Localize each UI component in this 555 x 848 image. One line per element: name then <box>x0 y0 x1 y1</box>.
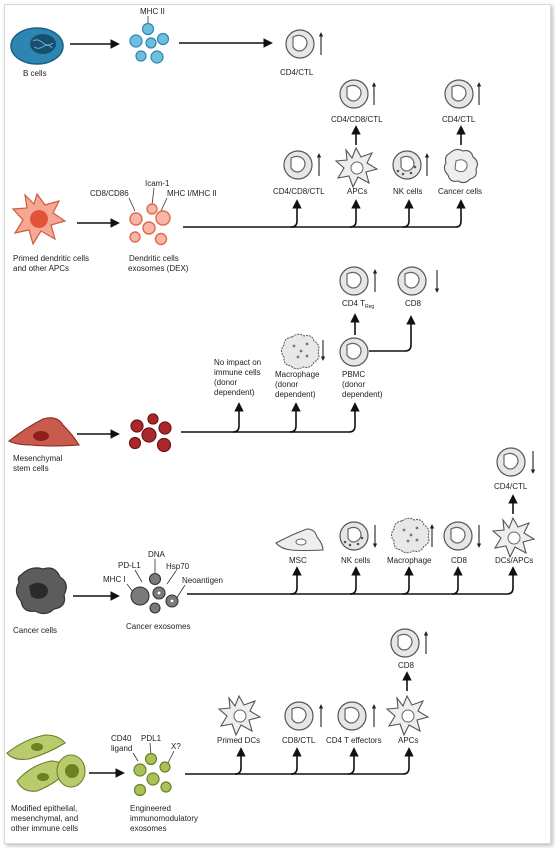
dendritic-cell-icon <box>217 694 262 737</box>
dex-label-2: exosomes (DEX) <box>128 264 189 273</box>
macrophage-icon <box>391 517 430 554</box>
marker-pd-l1: PD-L1 <box>118 561 141 570</box>
cancer-target-label-3: Macrophage <box>387 556 432 565</box>
row-b-cells: B cells MHC II CD4/CTL <box>10 7 324 78</box>
t-cell-icon <box>443 521 473 551</box>
engineered-target-label-1: Primed DCs <box>217 736 260 745</box>
modified-cells-icon <box>6 734 86 792</box>
cancer-exosome-label: Cancer exosomes <box>126 622 190 631</box>
dex-label-1: Dendritic cells <box>129 254 179 263</box>
msc-secondary-label-2: CD8 <box>405 299 422 308</box>
cancer-target-label-1: MSC <box>289 556 307 565</box>
msc-target-1-line2: immune cells <box>214 368 261 377</box>
msc-exosome-cluster <box>128 413 172 453</box>
row-cancer: Cancer cells DNA PD-L1 Hsp70 MHC I Neoan… <box>13 447 536 635</box>
marker-cd40: CD40 <box>111 734 132 743</box>
msc-target-2-line2: (donor <box>275 380 298 389</box>
msc-target-3-line3: dependent) <box>342 390 383 399</box>
engineered-target-label-2: CD8/CTL <box>282 736 316 745</box>
marker-neoantigen: Neoantigen <box>182 576 223 585</box>
msc-cell-icon <box>7 417 80 447</box>
msc-target-1-line1: No impact on <box>214 358 261 367</box>
cancer-target-label-2: NK cells <box>341 556 370 565</box>
t-cell-icon <box>397 266 427 296</box>
msc-target-3-line2: (donor <box>342 380 365 389</box>
dex-target-label-1: CD4/CD8/CTL <box>273 187 325 196</box>
exosome-immune-diagram: B cells MHC II CD4/CTL Primed dendritic … <box>6 7 536 833</box>
cancer-cell-icon <box>443 148 479 184</box>
engineered-exosome-label-1: Engineered <box>130 804 171 813</box>
dex-exosome-cluster <box>129 203 171 246</box>
msc-target-1-line4: dependent) <box>214 388 255 397</box>
msc-target-2-line1: Macrophage <box>275 370 320 379</box>
dex-target-label-3: NK cells <box>393 187 422 196</box>
msc-source-label-2: stem cells <box>13 464 49 473</box>
dex-secondary-label-1: CD4/CD8/CTL <box>331 115 383 124</box>
msc-secondary-label-1: CD4 TReg <box>342 299 374 310</box>
t-cell-icon <box>390 628 420 658</box>
dendritic-source-label-1: Primed dendritic cells <box>13 254 89 263</box>
msc-target-2-line3: dependent) <box>275 390 316 399</box>
t-cell-icon <box>444 79 474 109</box>
marker-hsp70: Hsp70 <box>166 562 190 571</box>
dex-secondary-label-2: CD4/CTL <box>442 115 476 124</box>
b-cell-exosome-cluster <box>129 22 170 64</box>
marker-mhc-i-ii: MHC I/MHC II <box>167 189 217 198</box>
msc-cell-icon <box>275 528 324 552</box>
nk-cell-icon <box>339 521 369 551</box>
dendritic-cell-icon <box>385 694 430 737</box>
marker-ligand: ligand <box>111 744 132 753</box>
engineered-secondary-label: CD8 <box>398 661 415 670</box>
cancer-target-label-4: CD8 <box>451 556 468 565</box>
marker-cd8-cd86: CD8/CD86 <box>90 189 129 198</box>
marker-x: X? <box>171 742 181 751</box>
marker-mhc-i: MHC I <box>103 575 126 584</box>
dendritic-cell-icon <box>11 192 67 246</box>
b-cell-icon <box>10 27 64 65</box>
marker-icam-1: Icam-1 <box>145 179 170 188</box>
engineered-source-label-3: other immune cells <box>11 824 78 833</box>
t-cell-icon <box>337 701 367 731</box>
t-cell-icon <box>285 29 315 59</box>
cancer-source-label: Cancer cells <box>13 626 57 635</box>
engineered-target-label-3: CD4 T effectors <box>326 736 382 745</box>
msc-target-3-line1: PBMC <box>342 370 365 379</box>
pbmc-icon <box>339 337 369 367</box>
engineered-exosome-cluster <box>133 752 172 797</box>
cancer-cell-icon <box>15 567 67 615</box>
engineered-source-label-1: Modified epithelial, <box>11 804 77 813</box>
dendritic-source-label-2: and other APCs <box>13 264 69 273</box>
nk-cell-icon <box>392 150 422 180</box>
t-cell-icon <box>284 701 314 731</box>
msc-target-1-line3: (donor <box>214 378 237 387</box>
marker-pdl1: PDL1 <box>141 734 162 743</box>
macrophage-icon <box>281 333 320 370</box>
b-cell-label: B cells <box>23 69 47 78</box>
figure-frame: B cells MHC II CD4/CTL Primed dendritic … <box>4 4 551 844</box>
msc-source-label-1: Mesenchymal <box>13 454 63 463</box>
row-engineered: Modified epithelial, mesenchymal, and ot… <box>6 628 430 833</box>
engineered-exosome-label-2: immunomodulatory <box>130 814 198 823</box>
t-cell-icon <box>339 266 369 296</box>
marker-dna: DNA <box>148 550 166 559</box>
cancer-target-label-5: DCs/APCs <box>495 556 533 565</box>
row-dendritic: Primed dendritic cells and other APCs CD… <box>11 79 482 273</box>
row-msc: Mesenchymal stem cells No impact on immu… <box>7 266 440 473</box>
engineered-target-label-4: APCs <box>398 736 418 745</box>
cancer-secondary-label: CD4/CTL <box>494 482 528 491</box>
cancer-exosome-cluster <box>130 572 179 614</box>
dendritic-cell-icon <box>334 146 379 189</box>
t-cell-icon <box>496 447 526 477</box>
engineered-source-label-2: mesenchymal, and <box>11 814 78 823</box>
dendritic-cell-icon <box>491 516 536 559</box>
t-cell-icon <box>283 150 313 180</box>
dex-target-label-4: Cancer cells <box>438 187 482 196</box>
t-cell-icon <box>339 79 369 109</box>
dex-target-label-2: APCs <box>347 187 367 196</box>
engineered-exosome-label-3: exosomes <box>130 824 166 833</box>
mhc-ii-label: MHC II <box>140 7 165 16</box>
b-cell-target-label: CD4/CTL <box>280 68 314 77</box>
